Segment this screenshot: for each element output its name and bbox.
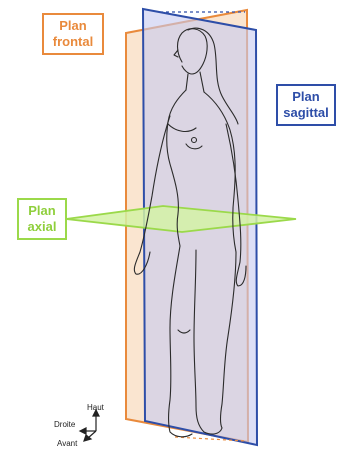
orientation-axes <box>80 410 99 441</box>
axis-label-avant: Avant <box>57 439 77 448</box>
label-axial-line1: Plan <box>19 203 65 219</box>
label-plan-sagittal: Plan sagittal <box>276 84 336 126</box>
label-sagittal-line2: sagittal <box>278 105 334 121</box>
axis-label-haut: Haut <box>87 403 104 412</box>
label-frontal-line1: Plan <box>44 18 102 34</box>
label-sagittal-line1: Plan <box>278 89 334 105</box>
label-plan-axial: Plan axial <box>17 198 67 240</box>
label-frontal-line2: frontal <box>44 34 102 50</box>
axis-label-droite: Droite <box>54 420 75 429</box>
label-plan-frontal: Plan frontal <box>42 13 104 55</box>
axis-right-arrow <box>80 428 86 434</box>
label-axial-line2: axial <box>19 219 65 235</box>
axial-plane <box>66 206 296 232</box>
